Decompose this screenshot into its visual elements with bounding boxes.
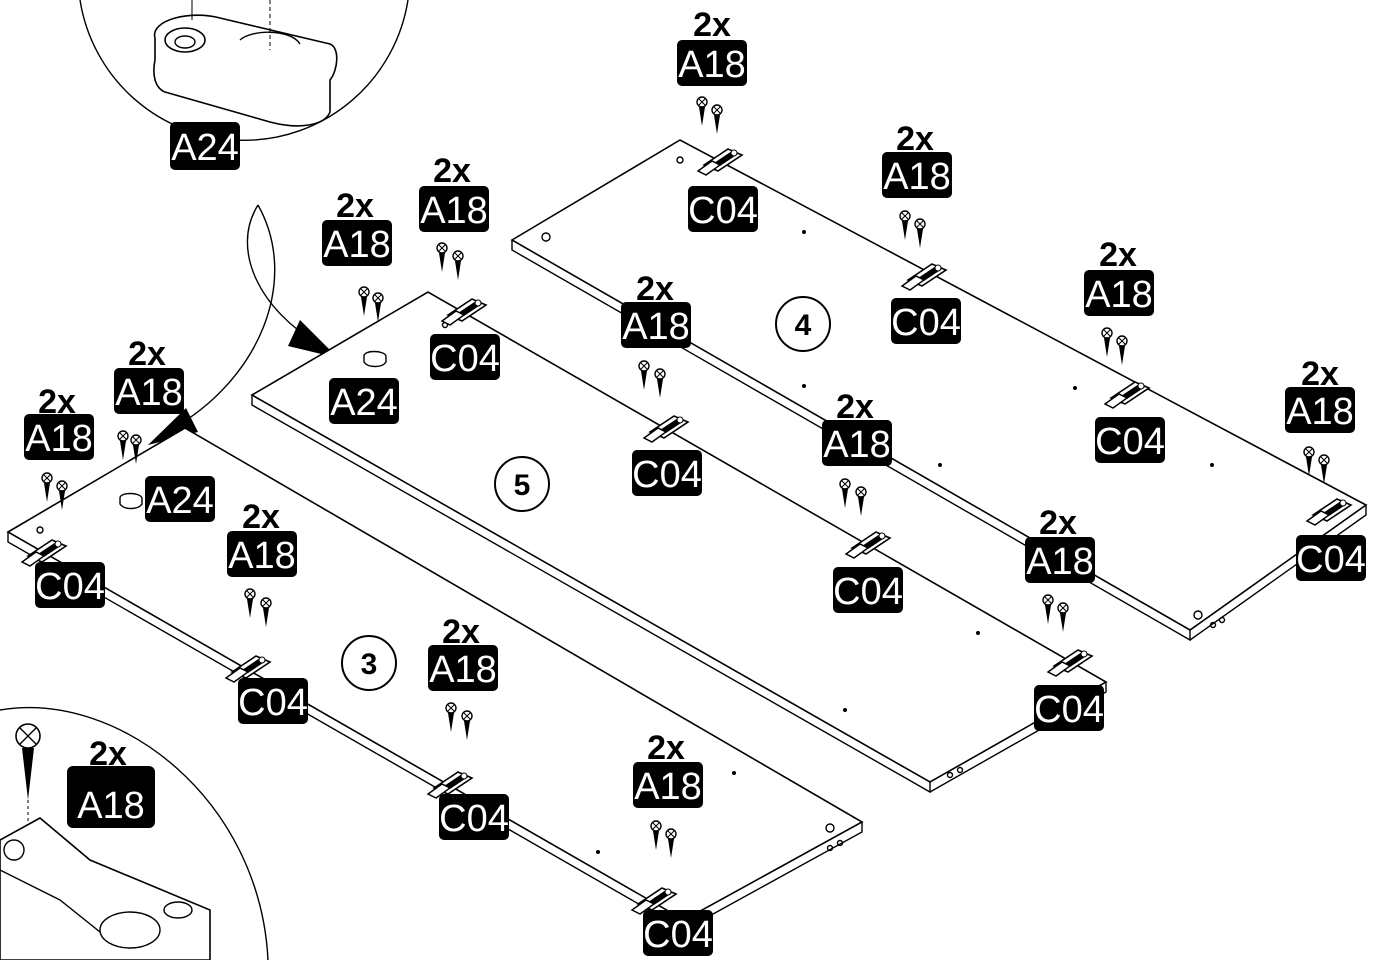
hinge-group: 2x A18 C04 (621, 270, 702, 496)
step-3-text: 3 (361, 648, 378, 681)
hinge-label-text: C04 (35, 566, 105, 608)
qty-text: 2x (693, 6, 731, 44)
screw-label-text: A18 (678, 44, 746, 86)
qty-text: 2x (128, 335, 166, 373)
hinge-label-text: C04 (1095, 421, 1165, 463)
qty-text: 2x (647, 729, 685, 767)
cam-group: 2x A18 A24 (114, 335, 215, 522)
hinge-group: 2x A18 C04 (631, 729, 713, 956)
hinge-label-text: C04 (833, 571, 903, 613)
hinge-group: 2x A18 C04 (427, 613, 509, 840)
hinge-label-text: C04 (238, 682, 308, 724)
hinge-group: 2x A18 C04 (225, 498, 308, 724)
qty-text: 2x (433, 152, 471, 190)
qty-text: 2x (242, 498, 280, 536)
qty-text: 2x (442, 613, 480, 651)
hinge-label-text: C04 (643, 914, 713, 956)
cam-label-text: A24 (330, 382, 398, 424)
hinge-label-text: C04 (688, 190, 758, 232)
qty-text: 2x (1301, 355, 1339, 393)
screw-label-text: A18 (420, 190, 488, 232)
qty-text: 2x (336, 187, 374, 225)
qty-text: 2x (836, 388, 874, 426)
screw-label-text: A18 (323, 224, 391, 266)
hinge-group: 2x A18 C04 (419, 152, 500, 380)
hinge-label-text: C04 (1034, 689, 1104, 731)
screw-label-text: A18 (115, 372, 183, 414)
step-4-marker: 4 (775, 296, 831, 352)
qty-text: 2x (1099, 236, 1137, 274)
hinge-group: 2x A18 C04 (21, 383, 105, 608)
a24-detail-text: A24 (171, 127, 239, 169)
screw-label-text: A18 (622, 306, 690, 348)
cam-label-text: A24 (146, 480, 214, 522)
step-3-marker: 3 (341, 635, 397, 691)
qty-text: 2x (896, 120, 934, 158)
screw-label-text: A18 (1026, 541, 1094, 583)
detail-circle-a18: 2x A18 (0, 707, 269, 960)
screw-label-text: A18 (1286, 391, 1354, 433)
detail-circle-a24: A24 (79, 0, 409, 170)
screw-label-text: A18 (228, 535, 296, 577)
hinge-group: 2x A18 C04 (1025, 504, 1104, 731)
detail-a18-text: A18 (77, 785, 145, 827)
hinge-label-text: C04 (439, 798, 509, 840)
hinge-group: 2x A18 C04 (677, 6, 758, 232)
hinge-group: 2x A18 C04 (1084, 236, 1165, 463)
label-a24-detail: A24 (170, 122, 240, 170)
panel-5 (250, 291, 1108, 794)
curved-arrows (148, 204, 338, 445)
step-5-text: 5 (514, 469, 531, 502)
screw-label-text: A18 (25, 418, 93, 460)
screw-label-text: A18 (1085, 274, 1153, 316)
screw-label-text: A18 (883, 156, 951, 198)
hinge-label-text: C04 (891, 302, 961, 344)
step-5-marker: 5 (494, 456, 550, 512)
hinge-group: 2x A18 C04 (1285, 355, 1366, 581)
cam-group: 2x A18 A24 (322, 187, 399, 424)
hinge-group: 2x A18 C04 (882, 120, 961, 344)
panel-4 (510, 139, 1368, 642)
screw-label-text: A18 (429, 649, 497, 691)
qty-text: 2x (636, 270, 674, 308)
hinge-label-text: C04 (430, 338, 500, 380)
hinge-label-text: C04 (632, 454, 702, 496)
hinge-label-text: C04 (1296, 539, 1366, 581)
step-4-text: 4 (795, 309, 812, 342)
screw-label-text: A18 (634, 766, 702, 808)
qty-text: 2x (1039, 504, 1077, 542)
hinge-group: 2x A18 C04 (822, 388, 903, 613)
screw-label-text: A18 (823, 424, 891, 466)
